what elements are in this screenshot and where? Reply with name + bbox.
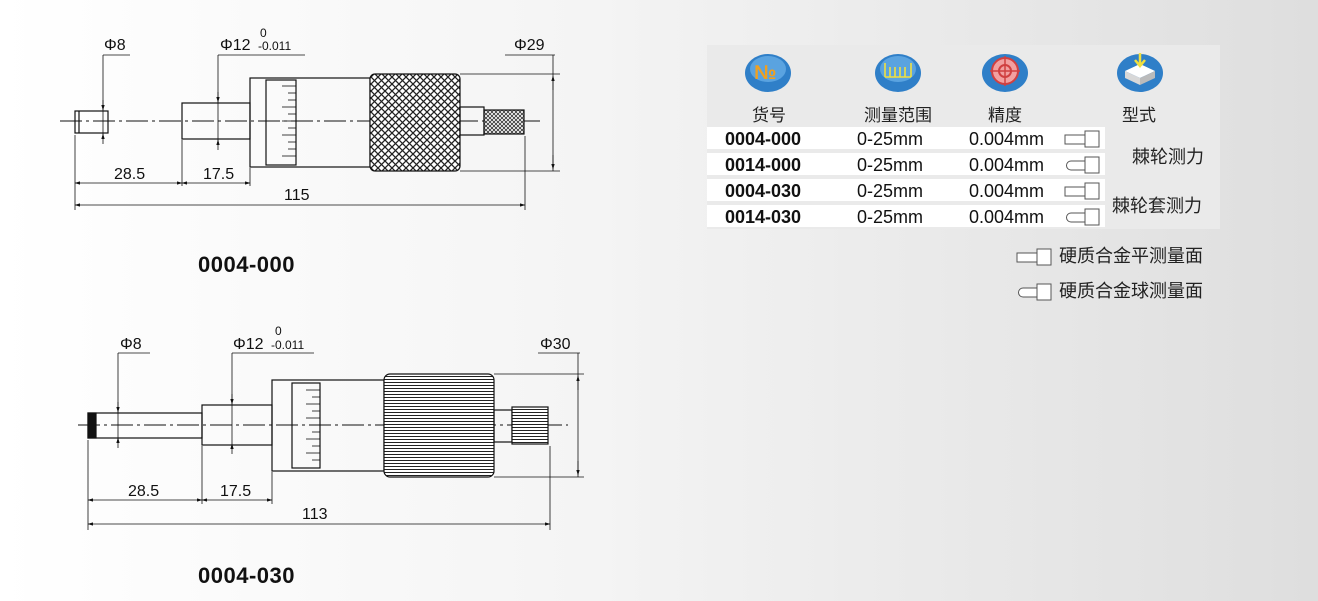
- cross-knurl: [369, 73, 461, 172]
- row-accuracy: 0.004mm: [969, 155, 1045, 175]
- header-range: 测量范围: [864, 106, 932, 126]
- thimble: [249, 77, 371, 168]
- legend-ball-tip: 硬质合金球测量面: [1015, 277, 1203, 303]
- technical-drawings: Φ8 Φ12 0 -0.011 Φ29 28.5 17.5 115: [60, 26, 584, 530]
- flat-tip-icon: [1064, 130, 1100, 148]
- row-accuracy: 0.004mm: [969, 129, 1045, 149]
- legend-flat-tip: 硬质合金平测量面: [1015, 242, 1203, 268]
- drawing-0004-000: [60, 54, 560, 210]
- type-ratchet-sleeve: 棘轮套测力: [1112, 196, 1202, 217]
- row-range: 0-25mm: [857, 129, 924, 149]
- row-range: 0-25mm: [857, 181, 924, 201]
- dim-total-length: 113: [302, 506, 328, 523]
- row-code: 0004-000: [725, 129, 802, 149]
- svg-text:№: №: [754, 62, 776, 84]
- table-row: 0004-000 0-25mm 0.004mm: [707, 127, 1105, 149]
- header-accuracy: 精度: [988, 106, 1022, 126]
- target-icon: [982, 54, 1028, 92]
- dim-spindle-diameter: Φ8: [104, 37, 126, 54]
- row-accuracy: 0.004mm: [969, 207, 1045, 227]
- drawing-0004-030: [78, 352, 584, 530]
- legend-flat-label: 硬质合金平测量面: [1059, 246, 1203, 267]
- ball-tip-icon: [1066, 208, 1100, 226]
- type-ratchet: 棘轮测力: [1132, 147, 1204, 168]
- dim-spindle-length: 28.5: [114, 166, 145, 183]
- number-sign-icon: №: [745, 54, 791, 92]
- spec-table: № 货号 测量范围 精度 型式 0004-000 0-25mm 0.004mm …: [707, 45, 1220, 229]
- straight-knurl: [383, 373, 495, 478]
- ball-tip-icon: [1018, 283, 1052, 301]
- dim-total-length: 115: [284, 187, 310, 204]
- dim-sleeve-tol-lower: -0.011: [271, 338, 304, 352]
- row-range: 0-25mm: [857, 207, 924, 227]
- legend-ball-label: 硬质合金球测量面: [1059, 281, 1203, 302]
- row-code: 0004-030: [725, 181, 802, 201]
- range-icon: [875, 54, 921, 92]
- table-row: 0014-030 0-25mm 0.004mm: [707, 205, 1105, 227]
- dim-sleeve-length: 17.5: [203, 166, 234, 183]
- header-code: 货号: [752, 106, 786, 126]
- flat-tip-icon: [1016, 248, 1052, 266]
- header-type: 型式: [1122, 106, 1156, 126]
- dim-sleeve-diameter: Φ12: [233, 336, 264, 353]
- spindle: [74, 110, 109, 134]
- table-row: 0004-030 0-25mm 0.004mm: [707, 179, 1105, 201]
- dim-sleeve-length: 17.5: [220, 483, 251, 500]
- dim-sleeve-tol-lower: -0.011: [258, 39, 291, 53]
- dim-sleeve-diameter: Φ12: [220, 37, 251, 54]
- model-title-0004-000: 0004-000: [198, 252, 295, 277]
- row-range: 0-25mm: [857, 155, 924, 175]
- flat-tip-icon: [1064, 182, 1100, 200]
- ball-tip-icon: [1066, 156, 1100, 174]
- table-row: 0014-000 0-25mm 0.004mm: [707, 153, 1105, 175]
- row-code: 0014-000: [725, 155, 802, 175]
- dim-sleeve-tol-upper: 0: [275, 324, 282, 338]
- row-code: 0014-030: [725, 207, 802, 227]
- dim-spindle-diameter: Φ8: [120, 336, 142, 353]
- row-accuracy: 0.004mm: [969, 181, 1045, 201]
- dim-sleeve-tol-upper: 0: [260, 26, 267, 40]
- type-icon: [1117, 53, 1163, 92]
- dim-outer-diameter: Φ29: [514, 37, 545, 54]
- dim-outer-diameter: Φ30: [540, 336, 571, 353]
- model-title-0004-030: 0004-030: [198, 563, 295, 588]
- ratchet-knob: [483, 109, 525, 135]
- dim-spindle-length: 28.5: [128, 483, 159, 500]
